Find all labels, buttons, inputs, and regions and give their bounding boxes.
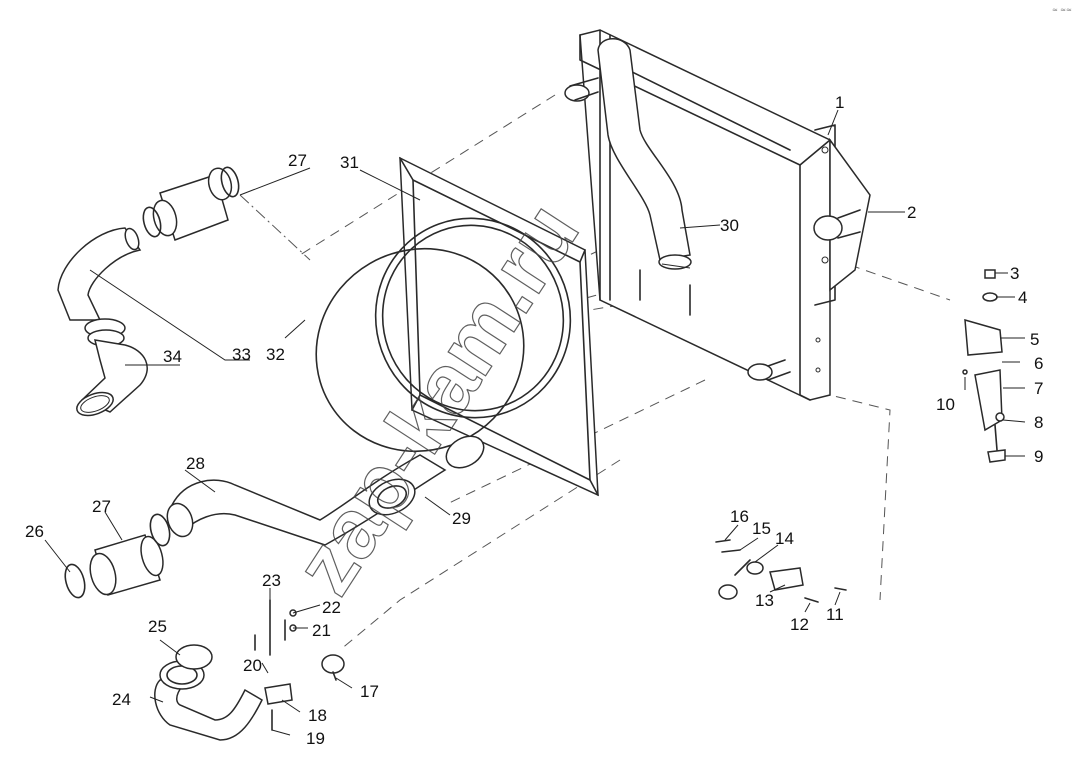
callout-labels: 1 2 3 4 5 6 7 8 9 10 11 12 13 14 15 16 1… [25,93,1043,748]
callout-11: 11 [826,605,844,624]
callout-18: 18 [308,706,327,725]
callout-20: 20 [243,656,262,675]
callout-7: 7 [1034,379,1043,398]
callout-29: 29 [452,509,471,528]
callout-28: 28 [186,454,205,473]
callout-12: 12 [790,615,809,634]
callout-23: 23 [262,571,281,590]
callout-16: 16 [730,507,749,526]
leader-lines [44,109,1026,736]
callout-33: 33 [232,345,251,364]
callout-10: 10 [936,395,955,414]
lower-hose-28 [166,435,485,546]
callout-27-upper: 27 [288,151,307,170]
fan-shroud-frame [374,156,599,497]
small-fasteners [254,269,1006,731]
callout-6: 6 [1034,354,1043,373]
callout-2: 2 [907,203,916,222]
upper-hose-assembly [57,227,148,417]
callout-31: 31 [340,153,359,172]
callout-24: 24 [112,690,131,709]
bottom-hose-24 [154,644,263,741]
callout-26: 26 [25,522,44,541]
callout-25: 25 [148,617,167,636]
bent-pipe-30 [597,38,692,270]
callout-9: 9 [1034,447,1043,466]
callout-15: 15 [752,519,771,538]
callout-32: 32 [266,345,285,364]
callout-4: 4 [1018,288,1027,307]
callout-13: 13 [755,591,774,610]
callout-19: 19 [306,729,325,748]
callout-27-lower: 27 [92,497,111,516]
callout-34: 34 [163,347,182,366]
callout-22: 22 [322,598,341,617]
left-coupling [64,513,171,599]
upper-coupling [142,166,240,241]
callout-17: 17 [360,682,379,701]
corner-mark: ≈ ≈≈ [1052,6,1072,14]
callout-8: 8 [1034,413,1043,432]
callout-3: 3 [1010,264,1019,283]
callout-5: 5 [1030,330,1039,349]
callout-21: 21 [312,621,331,640]
callout-1: 1 [835,93,844,112]
callout-30: 30 [720,216,739,235]
radiator-core [564,29,871,401]
callout-14: 14 [775,529,794,548]
